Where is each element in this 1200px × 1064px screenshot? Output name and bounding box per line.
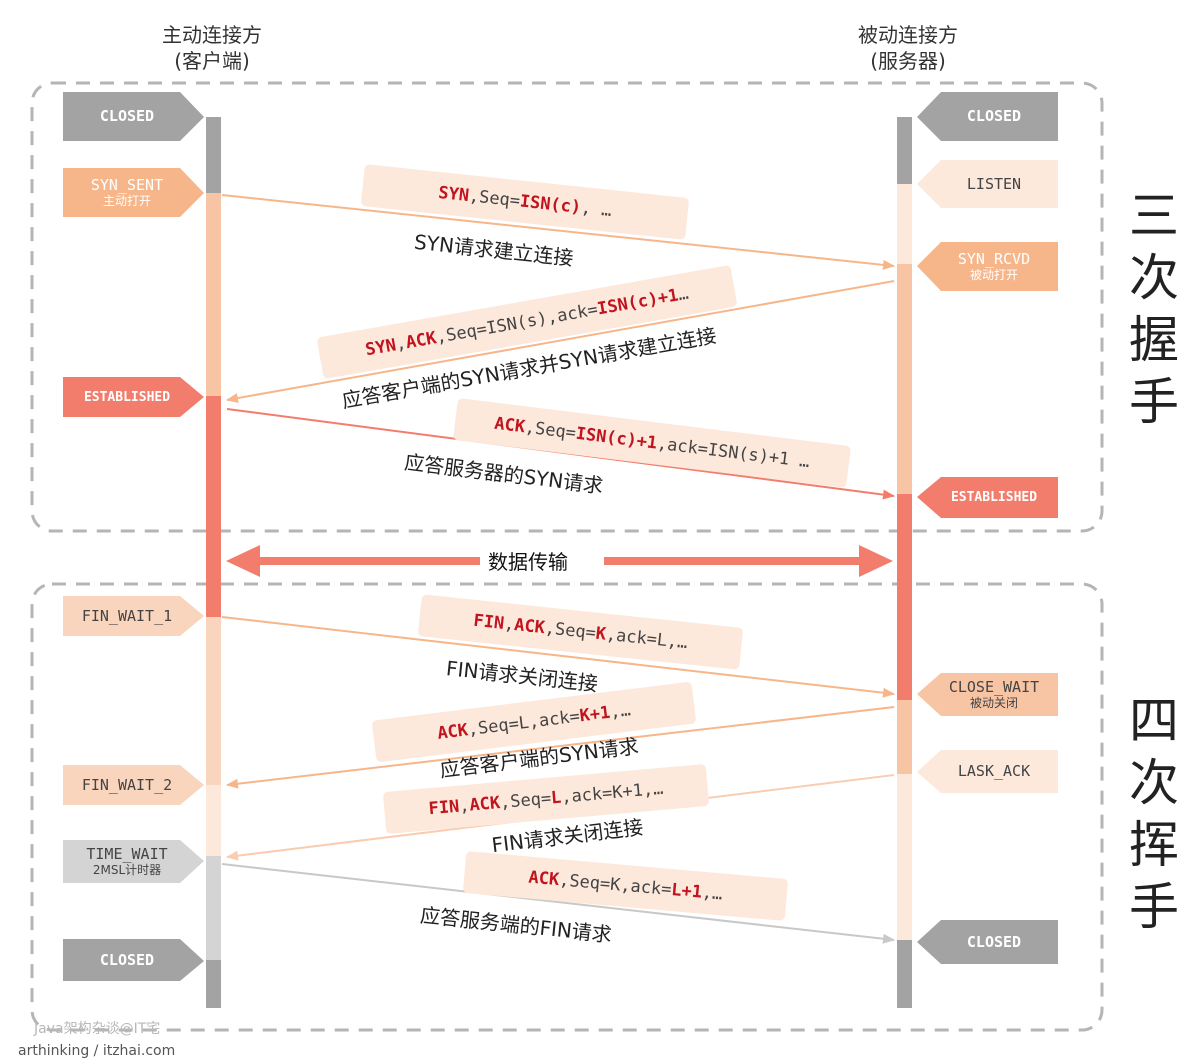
message-field: ,… [608, 700, 632, 723]
server-state-closed: CLOSED [966, 107, 1022, 125]
client-header: 主动连接方 (客户端) [102, 22, 322, 74]
message-field: , … [579, 197, 613, 222]
data-transfer-arrow [226, 545, 893, 577]
message-field-highlight: ACK [493, 413, 527, 438]
message-field: ,Seq= [467, 186, 521, 212]
client-state-syn-sent-shape [63, 168, 204, 217]
server-state-established: ESTABLISHED [950, 490, 1038, 505]
server-subtitle: (服务器) [870, 49, 946, 73]
client-state-fin-wait-1-shape [63, 596, 204, 636]
server-state-listen: LISTEN [966, 174, 1022, 193]
message-field-highlight: ISN(c) [518, 191, 583, 218]
client-state-closed-final: CLOSED [99, 950, 155, 969]
message-field-highlight: ACK [468, 793, 501, 816]
message-field: ,Seq= [523, 417, 578, 444]
message-field-highlight: ACK [527, 867, 561, 891]
client-state-time-wait-shape [63, 840, 204, 883]
client-timeline [206, 117, 221, 1008]
server-state-listen-shape [917, 160, 1058, 208]
client-state-fin-wait-2: FIN_WAIT_2 [81, 775, 173, 794]
client-state-established-shape [63, 377, 204, 417]
message-field-highlight: ISN(c)+1 [574, 423, 659, 454]
client-state-time-wait: TIME_WAIT 2MSL计时器 [86, 844, 168, 877]
message-field: ,Seq= [499, 788, 552, 813]
three-way-handshake-title: 三次握手 [1129, 187, 1179, 431]
message-field-highlight: ACK [436, 720, 470, 744]
message-field: ,Seq= [543, 618, 597, 644]
server-state-close-wait: CLOSE_WAIT 被动关闭 [948, 677, 1040, 710]
client-subtitle: (客户端) [174, 49, 250, 73]
server-state-close-wait-shape [917, 673, 1058, 716]
arrow-syn [221, 194, 895, 270]
client-state-fin-wait-2-shape [63, 765, 204, 805]
server-state-established-shape [917, 477, 1058, 518]
message-field: ,ack=K+1,… [560, 778, 665, 808]
message-field-highlight: SYN [363, 335, 398, 361]
message-field: ,Seq=K,ack= [558, 870, 673, 900]
watermark-line2: arthinking / itzhai.com [18, 1043, 176, 1059]
arrow-fin-ack [221, 616, 895, 698]
message-field: ,ack=ISN(s)+1 … [655, 433, 811, 473]
arrow-final-ack [221, 863, 895, 944]
four-way-wave-border [30, 582, 1104, 1032]
arrow-ack-2 [226, 706, 895, 789]
message-field: ,… [701, 882, 724, 905]
message-field-highlight: FIN [472, 610, 506, 634]
message-field-highlight: K+1 [578, 702, 612, 727]
message-field-highlight: SYN [437, 182, 471, 207]
server-timeline [897, 117, 912, 1008]
message-field-highlight: ISN(c)+1 [595, 285, 680, 320]
client-state-fin-wait-1: FIN_WAIT_1 [81, 606, 173, 625]
server-state-lask-ack-shape [917, 750, 1058, 793]
client-state-syn-sent: SYN_SENT 主动打开 [90, 175, 164, 208]
message-field-highlight: FIN [427, 796, 461, 820]
message-field: … [676, 283, 691, 306]
message-field-highlight: L+1 [670, 880, 703, 903]
client-state-established: ESTABLISHED [83, 389, 171, 405]
data-transfer-label: 数据传输 [488, 550, 568, 574]
server-header: 被动连接方 (服务器) [798, 22, 1018, 74]
server-state-syn-rcvd: SYN_RCVD 被动打开 [957, 249, 1031, 282]
server-state-lask-ack: LASK_ACK [957, 762, 1031, 780]
message-field: ,ack=L,… [604, 624, 689, 654]
server-state-tags [917, 92, 1058, 964]
four-way-wave-title: 四次挥手 [1129, 692, 1179, 936]
three-way-handshake-border [30, 81, 1104, 533]
server-state-closed-final-shape [917, 920, 1058, 964]
message-field-highlight: ACK [404, 328, 439, 354]
client-state-tags [63, 92, 204, 981]
client-state-closed: CLOSED [99, 107, 155, 125]
server-state-closed-final: CLOSED [966, 932, 1022, 951]
server-title: 被动连接方 [858, 23, 958, 47]
client-title: 主动连接方 [162, 23, 262, 47]
client-state-closed-final-shape [63, 939, 204, 981]
message-field-highlight: ACK [513, 615, 546, 639]
server-state-syn-rcvd-shape [917, 242, 1058, 291]
watermark-line1: Java架构杂谈@IT宅 [34, 1021, 161, 1037]
message-field: ,Seq=L,ack= [466, 706, 581, 741]
arrow-syn-ack [226, 280, 895, 403]
server-state-closed-shape [917, 92, 1058, 141]
client-state-closed-shape [63, 92, 204, 141]
